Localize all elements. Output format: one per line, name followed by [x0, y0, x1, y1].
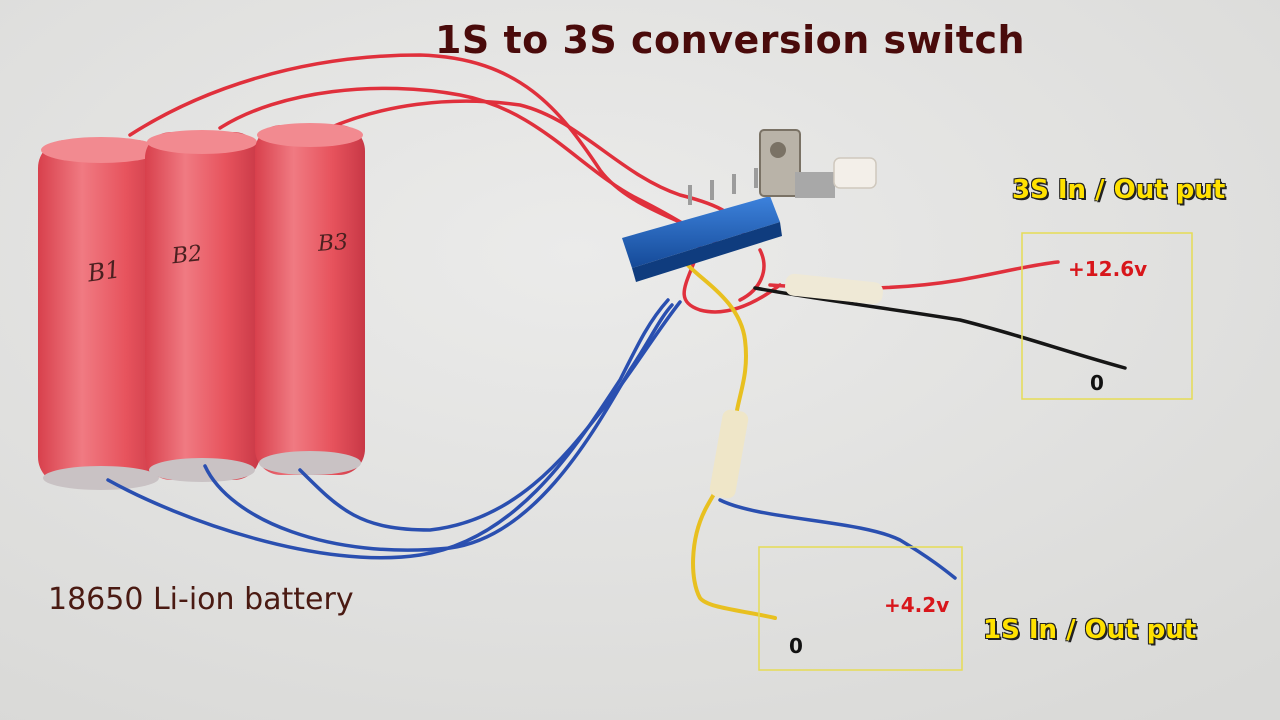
- output-3s-positive-voltage: +12.6v: [1068, 257, 1148, 281]
- heat-shrink-yellow: [709, 409, 749, 499]
- blue-wires: [106, 298, 957, 580]
- battery-label-b1: B1: [85, 255, 122, 287]
- output-1s-box: [758, 546, 963, 671]
- battery-caption: 18650 Li-ion battery: [48, 582, 354, 617]
- battery-cell-b1: [38, 137, 164, 490]
- red-wires: [128, 53, 782, 314]
- battery-cell-b2: [145, 130, 260, 482]
- output-1s-ground-label: 0: [789, 634, 803, 658]
- output-3s-ground-label: 0: [1090, 371, 1104, 395]
- output-3s-box: [1021, 232, 1193, 400]
- battery-label-b3: B3: [316, 230, 349, 257]
- battery-label-b2: B2: [170, 241, 204, 269]
- push-switch: [622, 129, 877, 282]
- output-1s-positive-voltage: +4.2v: [884, 593, 950, 617]
- output-1s-label: 1S In / Out put: [983, 615, 1197, 645]
- battery-cell-b3: [255, 123, 365, 475]
- black-wire: [753, 286, 1127, 370]
- output-3s-label: 3S In / Out put: [1012, 175, 1226, 205]
- heat-shrink-white: [785, 273, 883, 305]
- page-title: 1S to 3S conversion switch: [434, 18, 1026, 62]
